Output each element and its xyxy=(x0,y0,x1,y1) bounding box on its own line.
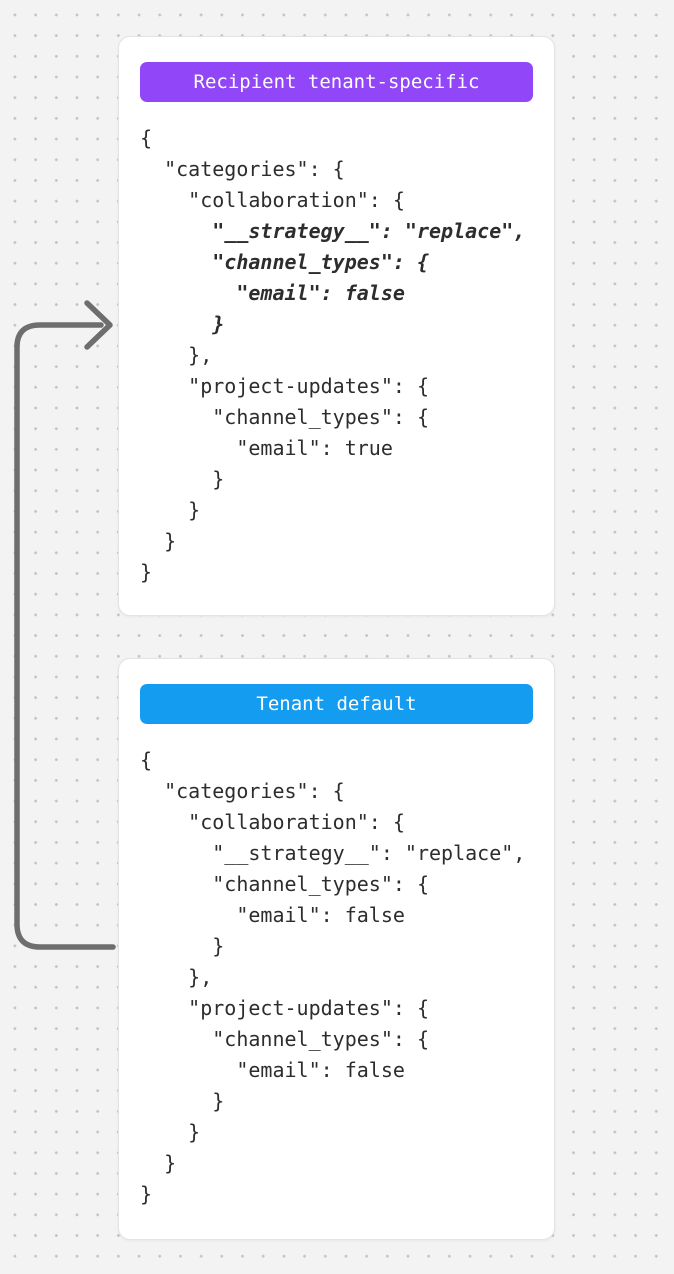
code-line: { xyxy=(140,748,153,772)
code-line: "__strategy__": "replace", xyxy=(140,841,526,865)
code-line: "categories": { xyxy=(140,779,345,803)
code-line: "collaboration": { xyxy=(140,810,405,834)
code-line: }, xyxy=(140,343,213,367)
code-line: { xyxy=(140,126,153,150)
json-code-block-tenant-default: { "categories": { "collaboration": { "__… xyxy=(140,745,554,1210)
code-line: "channel_types": { xyxy=(140,405,429,429)
code-line: "categories": { xyxy=(140,157,345,181)
code-line: }, xyxy=(140,965,213,989)
badge-recipient-tenant-specific: Recipient tenant-specific xyxy=(140,62,533,102)
code-line: "channel_types": { xyxy=(140,872,429,896)
code-line: "email": false xyxy=(140,281,405,305)
code-line: "collaboration": { xyxy=(140,188,405,212)
code-line: } xyxy=(140,529,177,553)
badge-tenant-default: Tenant default xyxy=(140,684,533,724)
code-line: "email": false xyxy=(140,1058,405,1082)
code-line: "project-updates": { xyxy=(140,996,429,1020)
card-recipient-tenant-specific: Recipient tenant-specific { "categories"… xyxy=(118,36,555,616)
arrow-head-icon xyxy=(84,300,113,350)
code-line: } xyxy=(140,1151,177,1175)
card-tenant-default: Tenant default { "categories": { "collab… xyxy=(118,658,555,1240)
json-code-block-recipient: { "categories": { "collaboration": { "__… xyxy=(140,123,554,588)
code-line: "channel_types": { xyxy=(140,1027,429,1051)
code-line: } xyxy=(140,560,153,584)
code-line: "project-updates": { xyxy=(140,374,429,398)
code-line: } xyxy=(140,498,201,522)
code-line: "__strategy__": "replace", xyxy=(140,219,526,243)
code-line: } xyxy=(140,1120,201,1144)
code-line: } xyxy=(140,312,225,336)
code-line: } xyxy=(140,934,225,958)
code-line: "channel_types": { xyxy=(140,250,429,274)
arrow-line xyxy=(14,322,116,950)
code-line: "email": true xyxy=(140,436,393,460)
code-line: } xyxy=(140,467,225,491)
code-line: "email": false xyxy=(140,903,405,927)
code-line: } xyxy=(140,1182,153,1206)
code-line: } xyxy=(140,1089,225,1113)
